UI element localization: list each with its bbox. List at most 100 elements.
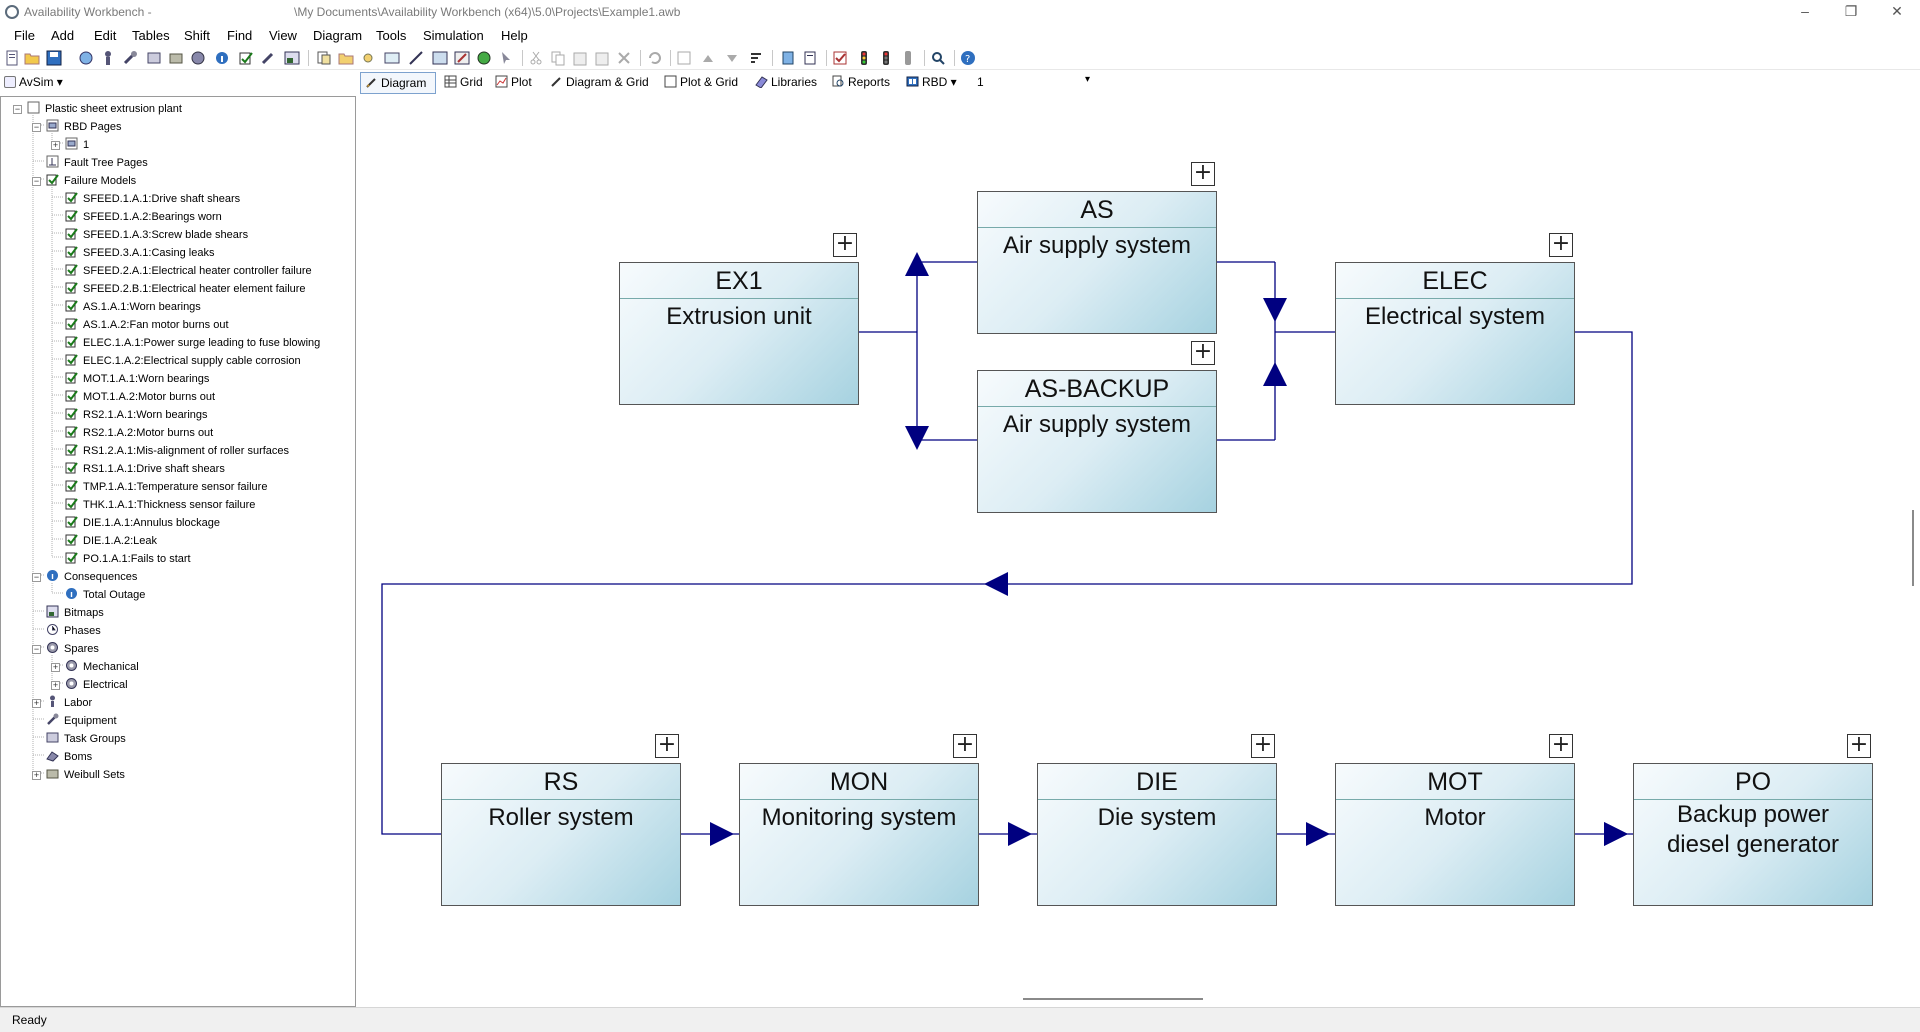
menu-tables[interactable]: Tables — [132, 28, 170, 43]
bom-icon[interactable] — [168, 50, 184, 66]
expand-toggle[interactable]: + — [51, 662, 60, 672]
tree-item-failure-model[interactable]: RS2.1.A.1:Worn bearings — [65, 407, 208, 424]
info-icon[interactable] — [214, 50, 230, 66]
tree-item-task-groups[interactable]: Task Groups — [46, 731, 126, 748]
rbd-block-rs[interactable]: RS Roller system — [441, 763, 681, 906]
expand-block-icon[interactable]: + — [1191, 341, 1215, 365]
bitmap-icon[interactable] — [284, 50, 300, 66]
expand-block-icon[interactable]: + — [833, 233, 857, 257]
collapse-toggle[interactable]: − — [32, 122, 41, 132]
cut-icon[interactable] — [528, 50, 544, 66]
tree-item-failure-model[interactable]: RS1.2.A.1:Mis-alignment of roller surfac… — [65, 443, 289, 460]
expand-block-icon[interactable]: + — [1191, 162, 1215, 186]
image-icon[interactable] — [432, 50, 448, 66]
expand-block-icon[interactable]: + — [953, 734, 977, 758]
task-group-icon[interactable] — [146, 50, 162, 66]
block-add-icon[interactable] — [384, 50, 400, 66]
simulation-pause-icon[interactable] — [900, 50, 916, 66]
tab-reports[interactable]: Reports — [828, 72, 892, 94]
menu-edit[interactable]: Edit — [94, 28, 117, 43]
maximize-button[interactable]: ❐ — [1844, 3, 1858, 19]
rbd-block-elec[interactable]: ELEC Electrical system — [1335, 262, 1575, 405]
tab-diagram-grid[interactable]: Diagram & Grid — [546, 72, 654, 94]
tree-item-bitmaps[interactable]: Bitmaps — [46, 605, 104, 622]
network-icon[interactable] — [476, 50, 492, 66]
tree-item-phases[interactable]: Phases — [46, 623, 101, 640]
tree-item-failure-models[interactable]: − Failure Models — [32, 173, 136, 190]
wrench-icon[interactable] — [122, 50, 138, 66]
minimize-button[interactable]: – — [1801, 3, 1809, 19]
rbd-block-ex1[interactable]: EX1 Extrusion unit — [619, 262, 859, 405]
help-icon[interactable]: ? — [960, 50, 976, 66]
node-icon[interactable] — [360, 50, 376, 66]
menu-diagram[interactable]: Diagram — [313, 28, 363, 43]
tree-item-failure-model[interactable]: SFEED.1.A.2:Bearings worn — [65, 209, 222, 226]
collapse-toggle[interactable]: − — [32, 176, 41, 186]
expand-block-icon[interactable]: + — [1251, 734, 1275, 758]
bitmap-edit-icon[interactable] — [454, 50, 470, 66]
scrollbar-thumb[interactable] — [1023, 998, 1203, 1000]
tab-grid[interactable]: Grid — [440, 72, 500, 94]
rbd-block-as[interactable]: AS Air supply system — [977, 191, 1217, 334]
menu-view[interactable]: View — [269, 28, 297, 43]
tree-item-failure-model[interactable]: RS1.1.A.1:Drive shaft shears — [65, 461, 225, 478]
module-selector[interactable]: AvSim ▾ — [4, 75, 63, 89]
tab-plot[interactable]: Plot — [491, 72, 541, 94]
tree-item-failure-model[interactable]: SFEED.1.A.1:Drive shaft shears — [65, 191, 240, 208]
tree-item-failure-model[interactable]: ELEC.1.A.2:Electrical supply cable corro… — [65, 353, 301, 370]
expand-block-icon[interactable]: + — [655, 734, 679, 758]
failure-model-icon[interactable] — [238, 50, 254, 66]
tree-item-failure-model[interactable]: SFEED.2.A.1:Electrical heater controller… — [65, 263, 312, 280]
rbd-block-mon[interactable]: MON Monitoring system — [739, 763, 979, 906]
tree-item-fault-tree-pages[interactable]: Fault Tree Pages — [46, 155, 148, 172]
tree-item-spares-electrical[interactable]: + Electrical — [51, 677, 128, 694]
menu-tools[interactable]: Tools — [376, 28, 407, 43]
tree-item-failure-model[interactable]: SFEED.1.A.3:Screw blade shears — [65, 227, 248, 244]
tree-item-failure-model[interactable]: AS.1.A.2:Fan motor burns out — [65, 317, 229, 334]
tree-item-failure-model[interactable]: MOT.1.A.2:Motor burns out — [65, 389, 215, 406]
globe-icon[interactable] — [78, 50, 94, 66]
tree-item-rbd-pages[interactable]: − RBD Pages — [32, 119, 121, 136]
tree-item-failure-model[interactable]: MOT.1.A.1:Worn bearings — [65, 371, 209, 388]
tree-root[interactable]: − Plastic sheet extrusion plant — [13, 101, 182, 118]
tab-plot-grid[interactable]: Plot & Grid — [660, 72, 744, 94]
spares-icon[interactable] — [190, 50, 206, 66]
tree-item-failure-model[interactable]: THK.1.A.1:Thickness sensor failure — [65, 497, 255, 514]
delete-icon[interactable] — [616, 50, 632, 66]
tree-item-boms[interactable]: Boms — [46, 749, 92, 766]
expand-toggle[interactable]: + — [32, 770, 41, 780]
expand-block-icon[interactable]: + — [1549, 734, 1573, 758]
tree-item-total-outage[interactable]: Total Outage — [65, 587, 145, 604]
save-icon[interactable] — [46, 50, 62, 66]
tree-item-failure-model[interactable]: AS.1.A.1:Worn bearings — [65, 299, 201, 316]
tree-item-weibull-sets[interactable]: + Weibull Sets — [32, 767, 125, 784]
tree-item-consequences[interactable]: − Consequences — [32, 569, 137, 586]
menu-file[interactable]: File — [14, 28, 35, 43]
grid-view-icon[interactable] — [676, 50, 692, 66]
expand-block-icon[interactable]: + — [1549, 233, 1573, 257]
expand-block-icon[interactable]: + — [1847, 734, 1871, 758]
horizontal-scrollbar[interactable] — [358, 989, 1906, 1007]
properties-icon[interactable] — [780, 50, 796, 66]
collapse-toggle[interactable]: − — [32, 644, 41, 654]
simulation-run-icon[interactable] — [856, 50, 872, 66]
checklist-icon[interactable] — [832, 50, 848, 66]
collapse-toggle[interactable]: − — [32, 572, 41, 582]
menu-find[interactable]: Find — [227, 28, 253, 43]
project-tree[interactable]: − Plastic sheet extrusion plant − RBD Pa… — [0, 96, 356, 1007]
report-page-icon[interactable] — [802, 50, 818, 66]
pointer-icon[interactable] — [498, 50, 514, 66]
scrollbar-thumb[interactable] — [1912, 510, 1914, 586]
page-number-select[interactable]: 1 ▾ — [970, 74, 1094, 92]
tab-diagram[interactable]: Diagram — [360, 72, 436, 94]
menu-shift[interactable]: Shift — [184, 28, 211, 43]
tree-item-failure-model[interactable]: ELEC.1.A.1:Power surge leading to fuse b… — [65, 335, 320, 352]
copy-page-icon[interactable] — [316, 50, 332, 66]
tree-item-failure-model[interactable]: RS2.1.A.2:Motor burns out — [65, 425, 213, 442]
connector-icon[interactable] — [408, 50, 424, 66]
open-folder-icon[interactable] — [24, 50, 40, 66]
tree-item-failure-model[interactable]: PO.1.A.1:Fails to start — [65, 551, 191, 568]
menu-simulation[interactable]: Simulation — [423, 28, 484, 43]
new-file-icon[interactable] — [4, 50, 20, 66]
rbd-block-die[interactable]: DIE Die system — [1037, 763, 1277, 906]
